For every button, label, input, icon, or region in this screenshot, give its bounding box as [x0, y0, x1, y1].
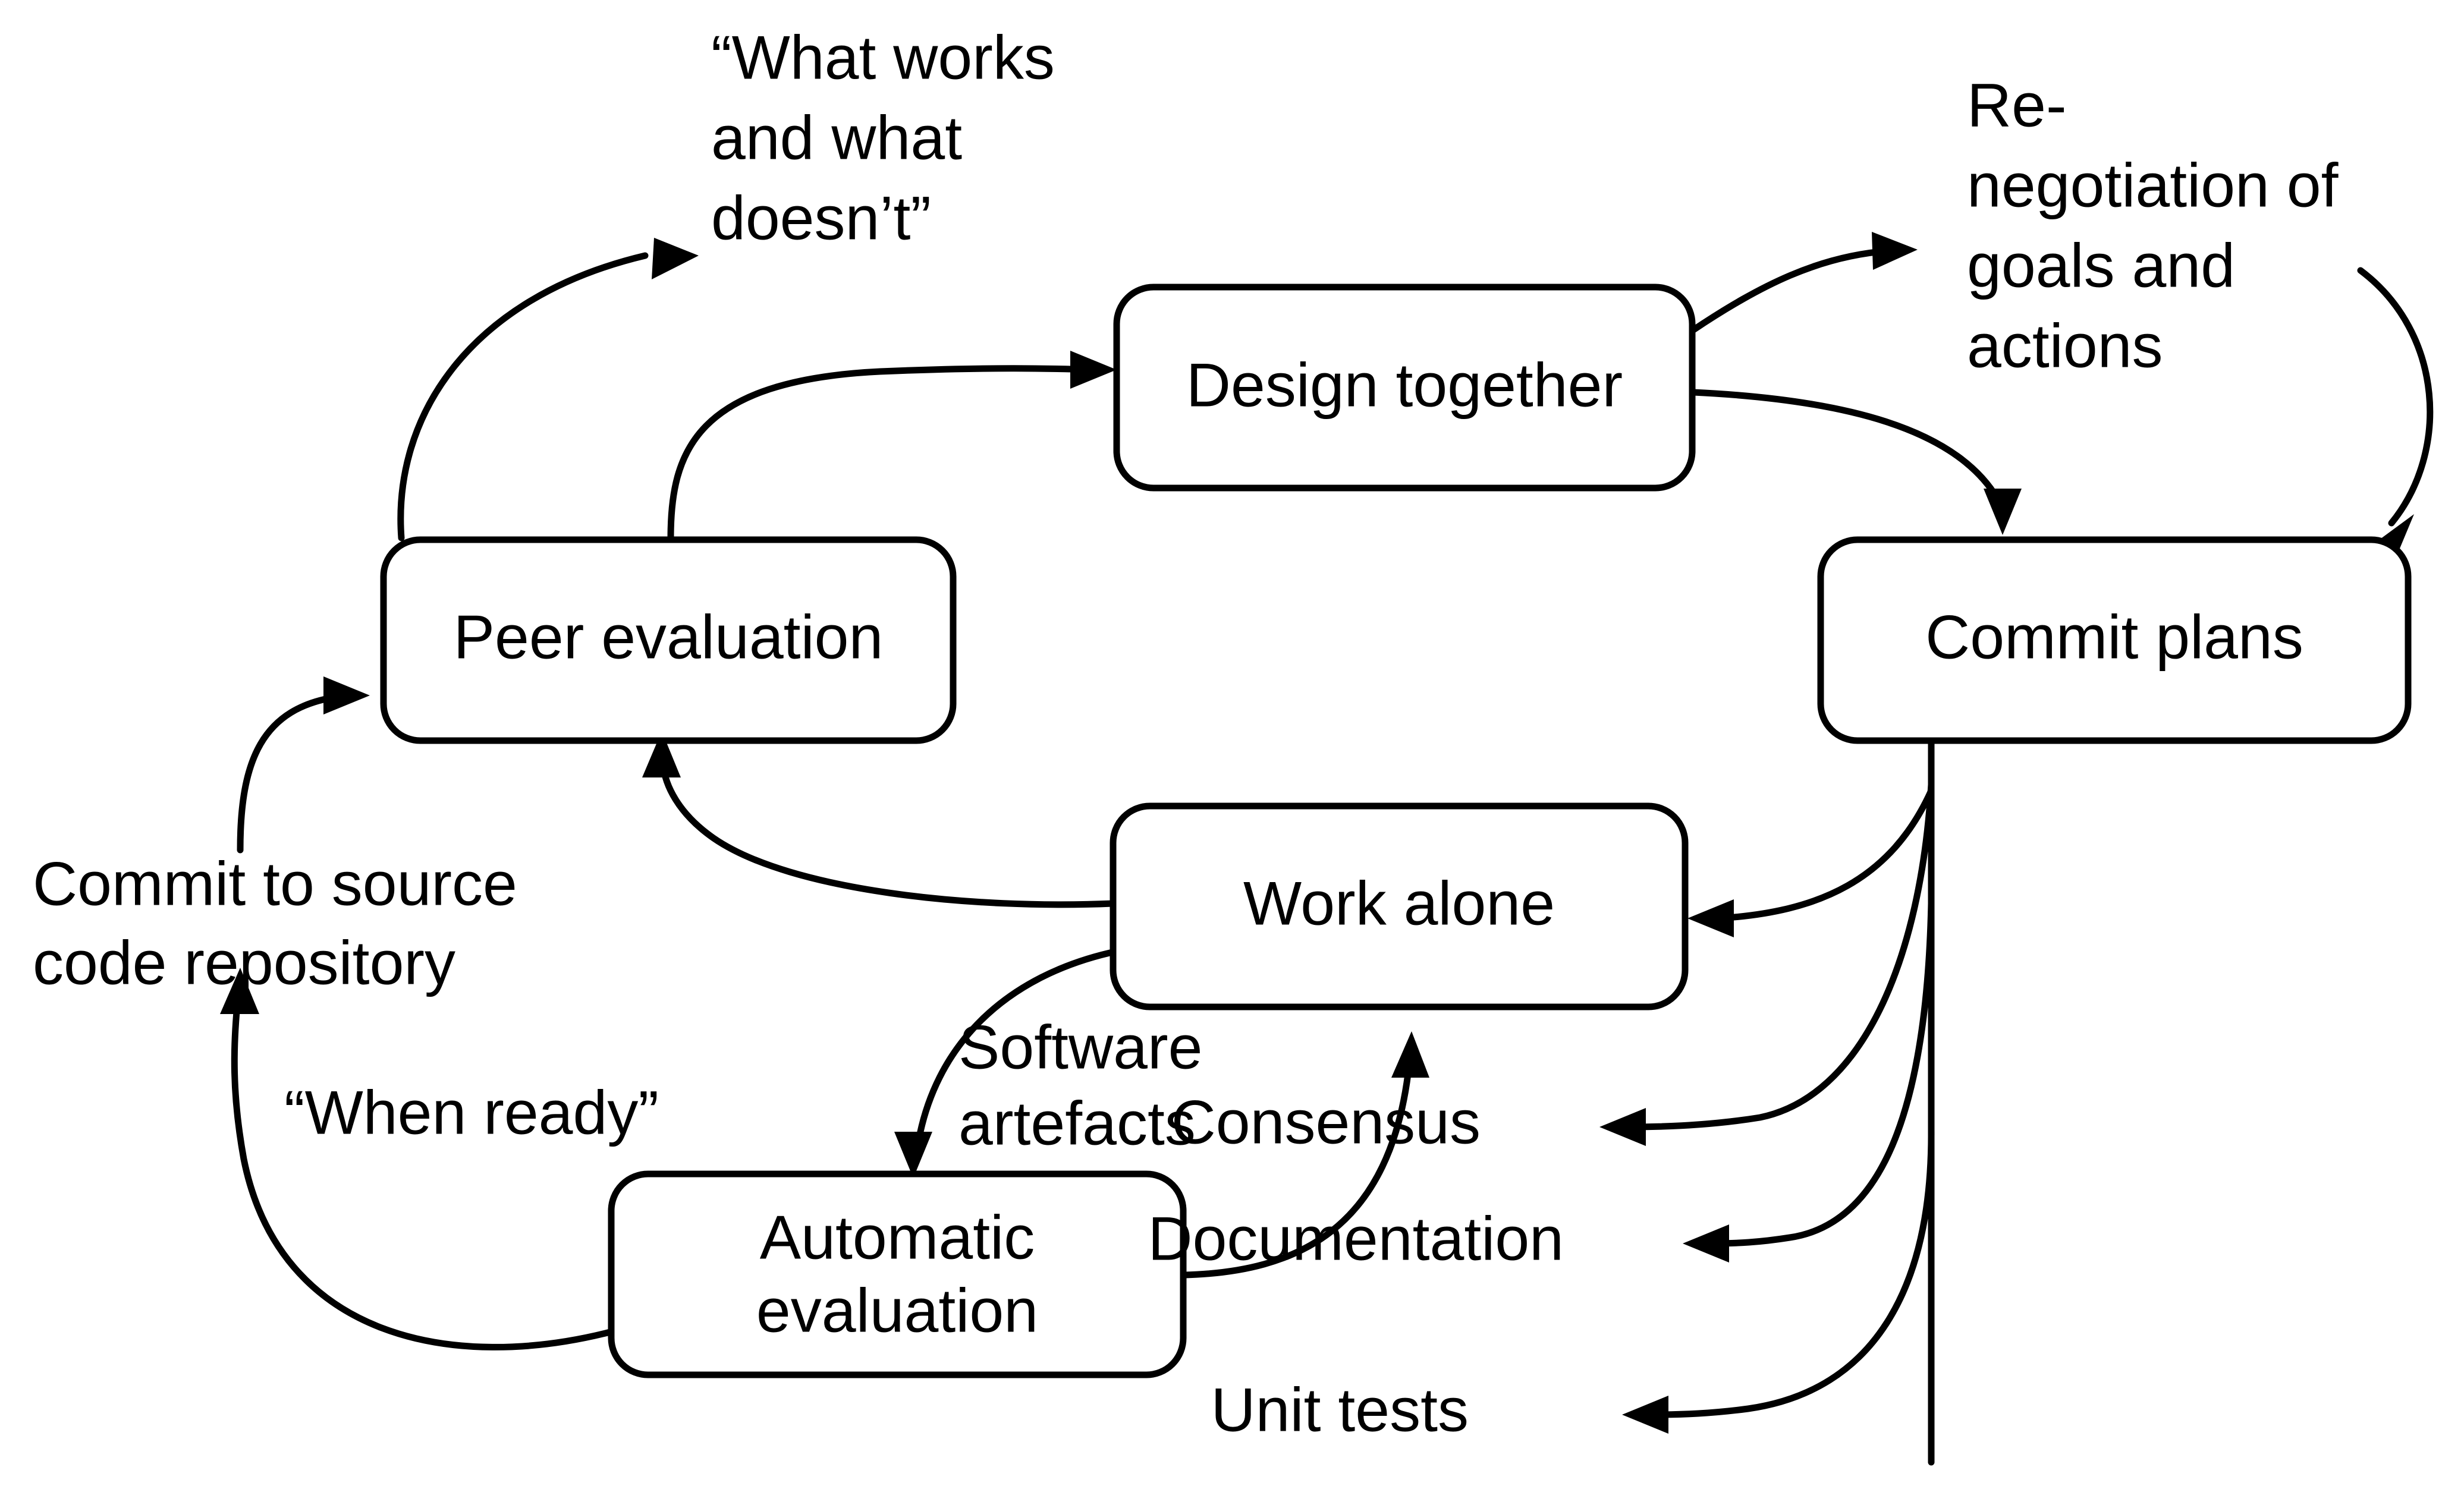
arrowhead-workalone-bottom: [1391, 1031, 1429, 1078]
edge-design-to-commit: [1690, 389, 2001, 503]
peer-evaluation-label: Peer evaluation: [454, 603, 884, 672]
peer-evaluation-box[interactable]: [380, 536, 957, 744]
arrowhead-documentation: [1683, 1224, 1729, 1263]
design-together-box[interactable]: [1113, 284, 1696, 492]
edge-design-to-renegotiation: [1690, 247, 1893, 333]
node-work-alone[interactable]: Work alone: [1110, 802, 1689, 1010]
software-artefacts-line2: artefacts: [958, 1089, 1196, 1158]
commit-repo-line2: code repository: [33, 928, 455, 997]
arrowhead-design-in: [1070, 351, 1117, 389]
edge-workalone-to-peer: [659, 760, 1117, 908]
edge-workalone-to-autoeval: [914, 947, 1121, 1151]
arrowhead-workalone-in: [1687, 899, 1734, 937]
arrowhead-commit-top: [1984, 489, 2022, 535]
arrowhead-consensus: [1599, 1108, 1646, 1146]
node-design-together[interactable]: Design together: [1113, 284, 1696, 492]
output-label-unit-tests: Unit tests: [1211, 1375, 1469, 1444]
edge-commit-to-documentation: [1709, 900, 1935, 1247]
arrowhead-peer-left: [323, 676, 370, 714]
edge-commit-to-unittests: [1649, 1126, 1935, 1418]
arrowhead-autoeval-top: [894, 1132, 932, 1178]
edge-repo-to-peer: [237, 693, 342, 854]
arrowhead-repo: [220, 968, 259, 1014]
what-works-line2: and what: [711, 103, 962, 172]
label-what-works: “What works and what doesn’t”: [711, 23, 1055, 253]
what-works-line3: doesn’t”: [711, 184, 931, 253]
what-works-line1: “What works: [711, 23, 1055, 92]
label-software-artefacts: Software artefacts: [958, 1013, 1202, 1158]
renegotiation-line4: actions: [1967, 311, 2163, 380]
label-when-ready: “When ready”: [284, 1078, 659, 1147]
automatic-evaluation-label-line2: evaluation: [756, 1276, 1038, 1345]
work-alone-box[interactable]: [1110, 802, 1689, 1010]
automatic-evaluation-label-line1: Automatic: [760, 1203, 1035, 1272]
when-ready-line1: “When ready”: [284, 1078, 659, 1147]
label-commit-to-repository: Commit to source code repository: [33, 849, 517, 997]
renegotiation-line2: negotiation of: [1967, 151, 2339, 220]
commit-repo-line1: Commit to source: [33, 849, 517, 918]
arrowhead-whatworks: [652, 238, 699, 279]
renegotiation-line1: Re-: [1967, 71, 2067, 140]
edge-peer-to-whatworks: [397, 252, 649, 541]
automatic-evaluation-box[interactable]: [608, 1170, 1187, 1378]
edge-commit-to-consensus: [1626, 781, 1935, 1131]
commit-plans-label: Commit plans: [1925, 603, 2303, 672]
label-renegotiation: Re- negotiation of goals and actions: [1967, 71, 2339, 380]
design-together-label: Design together: [1186, 351, 1623, 420]
edge-peer-to-design: [667, 365, 1095, 541]
edge-external-to-commit: [2357, 267, 2434, 527]
edge-commit-to-workalone: [1715, 787, 1935, 922]
output-label-documentation: Documentation: [1148, 1204, 1564, 1273]
arrowhead-unittests: [1622, 1396, 1668, 1434]
node-automatic-evaluation[interactable]: Automatic evaluation: [608, 1170, 1187, 1378]
output-label-consensus: Consensus: [1171, 1088, 1481, 1157]
node-peer-evaluation[interactable]: Peer evaluation: [380, 536, 957, 744]
edge-autoeval-to-workalone: [1181, 1060, 1413, 1279]
edge-autoeval-to-repo: [231, 995, 616, 1350]
node-commit-plans[interactable]: Commit plans: [1817, 536, 2412, 744]
work-alone-label: Work alone: [1243, 869, 1555, 938]
renegotiation-line3: goals and: [1967, 231, 2235, 300]
arrowhead-peer-bottom: [642, 731, 681, 777]
commit-plans-box[interactable]: [1817, 536, 2412, 744]
arrowhead-renegotiation: [1872, 232, 1918, 270]
software-artefacts-line1: Software: [958, 1013, 1202, 1082]
